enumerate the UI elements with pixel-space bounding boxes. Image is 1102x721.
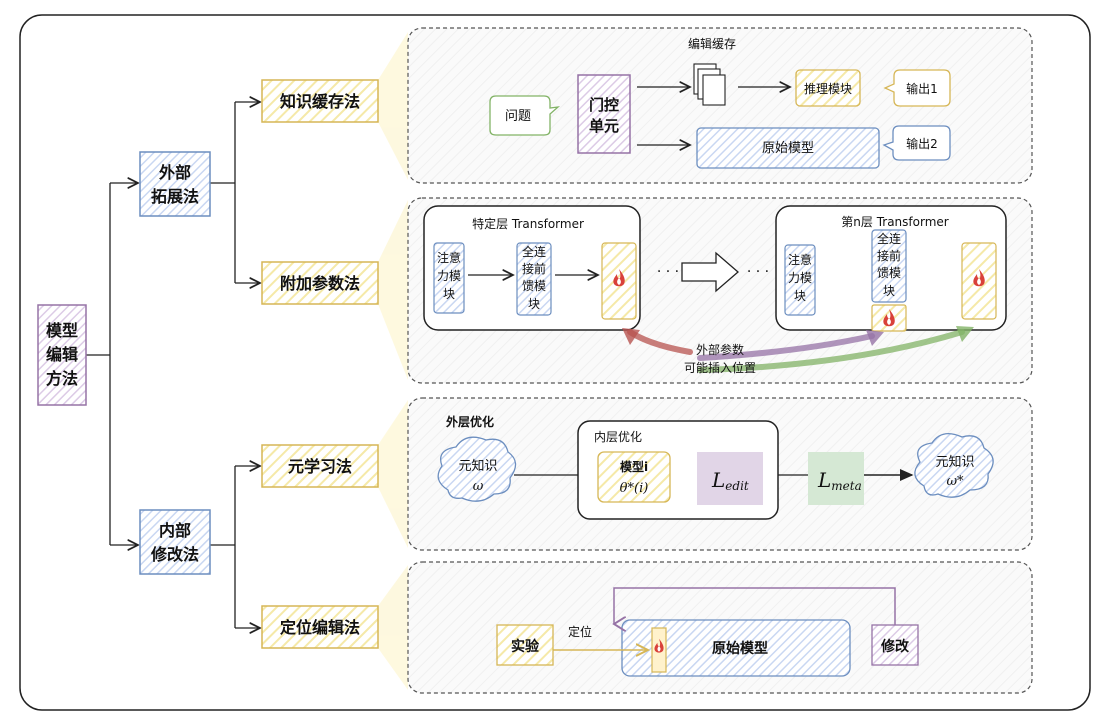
modify-label: 修改 [880,638,910,655]
locate-label: 定位 [568,624,592,639]
attention-label: 力模 [437,269,461,283]
hollow-arrow-icon [681,251,739,293]
outer-opt-label: 外层优化 [446,414,494,429]
attention-module [433,242,465,314]
method-label: 元学习法 [288,457,352,476]
panel-additional-params: 特定层 Transformer 注意 力模 块 全连 接前 馈模 块 · · ·… [423,205,1007,375]
output2-bubble [882,125,951,161]
panel-knowledge-cache: 编辑缓存 问题 门控 单元 推理模块 输出1 原始模型 输出2 [489,36,951,169]
ellipsis: · · · [657,264,679,280]
modify-box [871,624,919,666]
model-i-box [597,451,671,503]
category-internal: 内部 修改法 [139,509,211,575]
gate-label: 单元 [589,117,619,135]
inner-opt-label: 内层优化 [594,430,642,444]
experiment-box [496,624,554,666]
panel-locate-edit: 实验 定位 原始模型 修改 [496,587,919,677]
l-edit-box [697,452,763,505]
ffn-label: 馈模 [877,266,901,280]
output2-label: 输出2 [906,136,938,151]
theta-label: θ*(i) [620,481,649,496]
cloud-label: 元知识 [935,454,974,470]
ffn-label: 块 [883,284,895,298]
panel-meta-learning: 外层优化 元知识 ω 内层优化 模型i θ*(i) Ledit Lmeta 元知… [437,414,994,520]
ffn-label: 块 [528,297,540,311]
ffn-label: 全连 [877,231,901,246]
attention-label: 力模 [788,271,812,285]
ffn-label: 接前 [877,248,901,263]
question-label: 问题 [505,109,531,124]
question-bubble [489,95,561,136]
attention-label: 块 [794,289,806,303]
l-meta-label: Lmeta [817,468,862,493]
tree-connectors [86,102,260,628]
original-model-box [696,127,880,169]
category-external: 外部 拓展法 [139,151,211,217]
output1-bubble [883,69,951,107]
root-label-1: 模型 [46,321,78,340]
method-label: 知识缓存法 [280,92,360,111]
category-label: 拓展法 [151,187,199,206]
meta-knowledge-cloud [437,436,517,502]
panel-title: 编辑缓存 [688,36,736,51]
omega-label: ω [473,479,484,494]
attention-label: 注意 [437,250,461,265]
attention-label: 注意 [788,252,812,267]
ffn-label: 接前 [522,261,546,276]
category-label: 外部 [158,163,191,182]
reasoning-label: 推理模块 [804,82,852,96]
meta-knowledge-cloud-updated [914,432,994,498]
category-label: 修改法 [150,545,199,564]
method-knowledge-cache: 知识缓存法 [261,79,379,123]
root-node: 模型 编辑 方法 [37,304,87,406]
document-stack-icon [693,63,726,106]
method-label: 附加参数法 [280,274,360,293]
ffn-label: 馈模 [522,279,546,293]
note-label: 可能插入位置 [684,360,756,375]
l-edit-label: Ledit [711,468,749,493]
ffn-label: 全连 [522,244,546,259]
method-meta-learning: 元学习法 [261,444,379,488]
root-label-2: 编辑 [46,345,78,364]
cloud-label: 元知识 [458,458,497,474]
ellipsis: · · · [747,264,769,280]
method-locate-edit: 定位编辑法 [261,605,379,649]
layer-title: 特定层 Transformer [472,216,584,231]
ffn-module [871,229,907,303]
output1-label: 输出1 [906,81,938,96]
attention-module [784,244,816,316]
ffn-module [516,242,552,316]
omega-star-label: ω* [946,474,964,489]
original-model-label: 原始模型 [712,640,768,657]
method-fans [378,32,408,690]
original-model-box [621,619,851,677]
reasoning-module [795,69,861,107]
root-label-3: 方法 [46,369,78,388]
l-meta-box [808,452,864,505]
experiment-label: 实验 [511,638,540,655]
gate-label: 门控 [589,96,619,114]
layer-title: 第n层 Transformer [841,215,948,229]
method-additional-params: 附加参数法 [261,261,379,305]
note-label: 外部参数 [696,342,744,357]
modify-loop-arrow [614,587,896,625]
category-label: 内部 [159,521,191,540]
original-model-label: 原始模型 [762,141,814,156]
method-label: 定位编辑法 [279,618,360,637]
model-i-label: 模型i [620,459,648,474]
gate-unit [577,74,631,154]
attention-label: 块 [443,287,455,301]
